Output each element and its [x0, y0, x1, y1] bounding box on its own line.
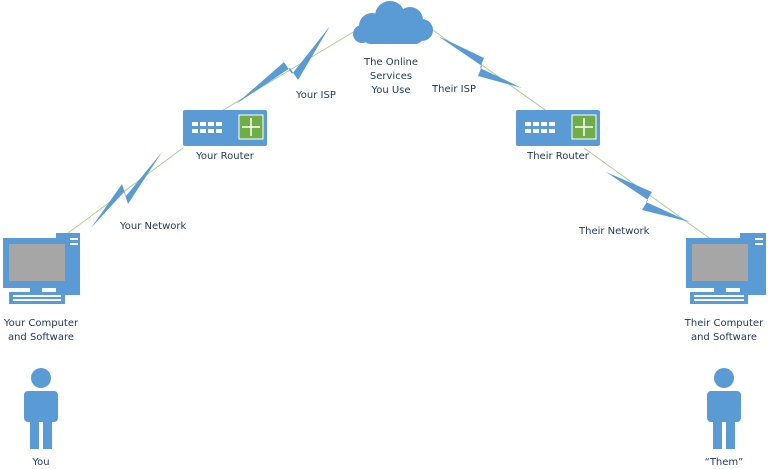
lightning-icon — [438, 36, 522, 88]
cloud-label-line-2: Services — [370, 71, 412, 82]
them-label: “Them” — [705, 457, 744, 468]
their-computer-label-line-2: and Software — [691, 332, 757, 343]
computer-icon — [686, 233, 766, 304]
cloud-label-line-1: The Online — [363, 57, 418, 68]
router-icon — [183, 110, 267, 146]
router-icon — [516, 110, 600, 146]
person-icon — [707, 368, 741, 449]
computer-icon — [3, 233, 80, 304]
your-network-label: Your Network — [119, 221, 186, 232]
their-router-label: Their Router — [526, 151, 590, 162]
your-computer-label-line-1: Your Computer — [3, 318, 79, 329]
lightning-icon — [236, 26, 330, 104]
cloud-label-line-3: You Use — [370, 85, 410, 96]
their-isp-label: Their ISP — [431, 84, 476, 95]
you-label: You — [31, 457, 49, 468]
your-computer-label-line-2: and Software — [8, 332, 74, 343]
lightning-icon — [606, 172, 690, 222]
cloud-icon — [353, 1, 433, 44]
their-computer-label-line-1: Their Computer — [684, 318, 764, 329]
person-icon — [24, 368, 58, 449]
link-cloud-to-their-router — [429, 27, 549, 113]
your-router-label: Your Router — [195, 151, 255, 162]
their-network-label: Their Network — [578, 226, 650, 237]
your-isp-label: Your ISP — [295, 90, 336, 101]
